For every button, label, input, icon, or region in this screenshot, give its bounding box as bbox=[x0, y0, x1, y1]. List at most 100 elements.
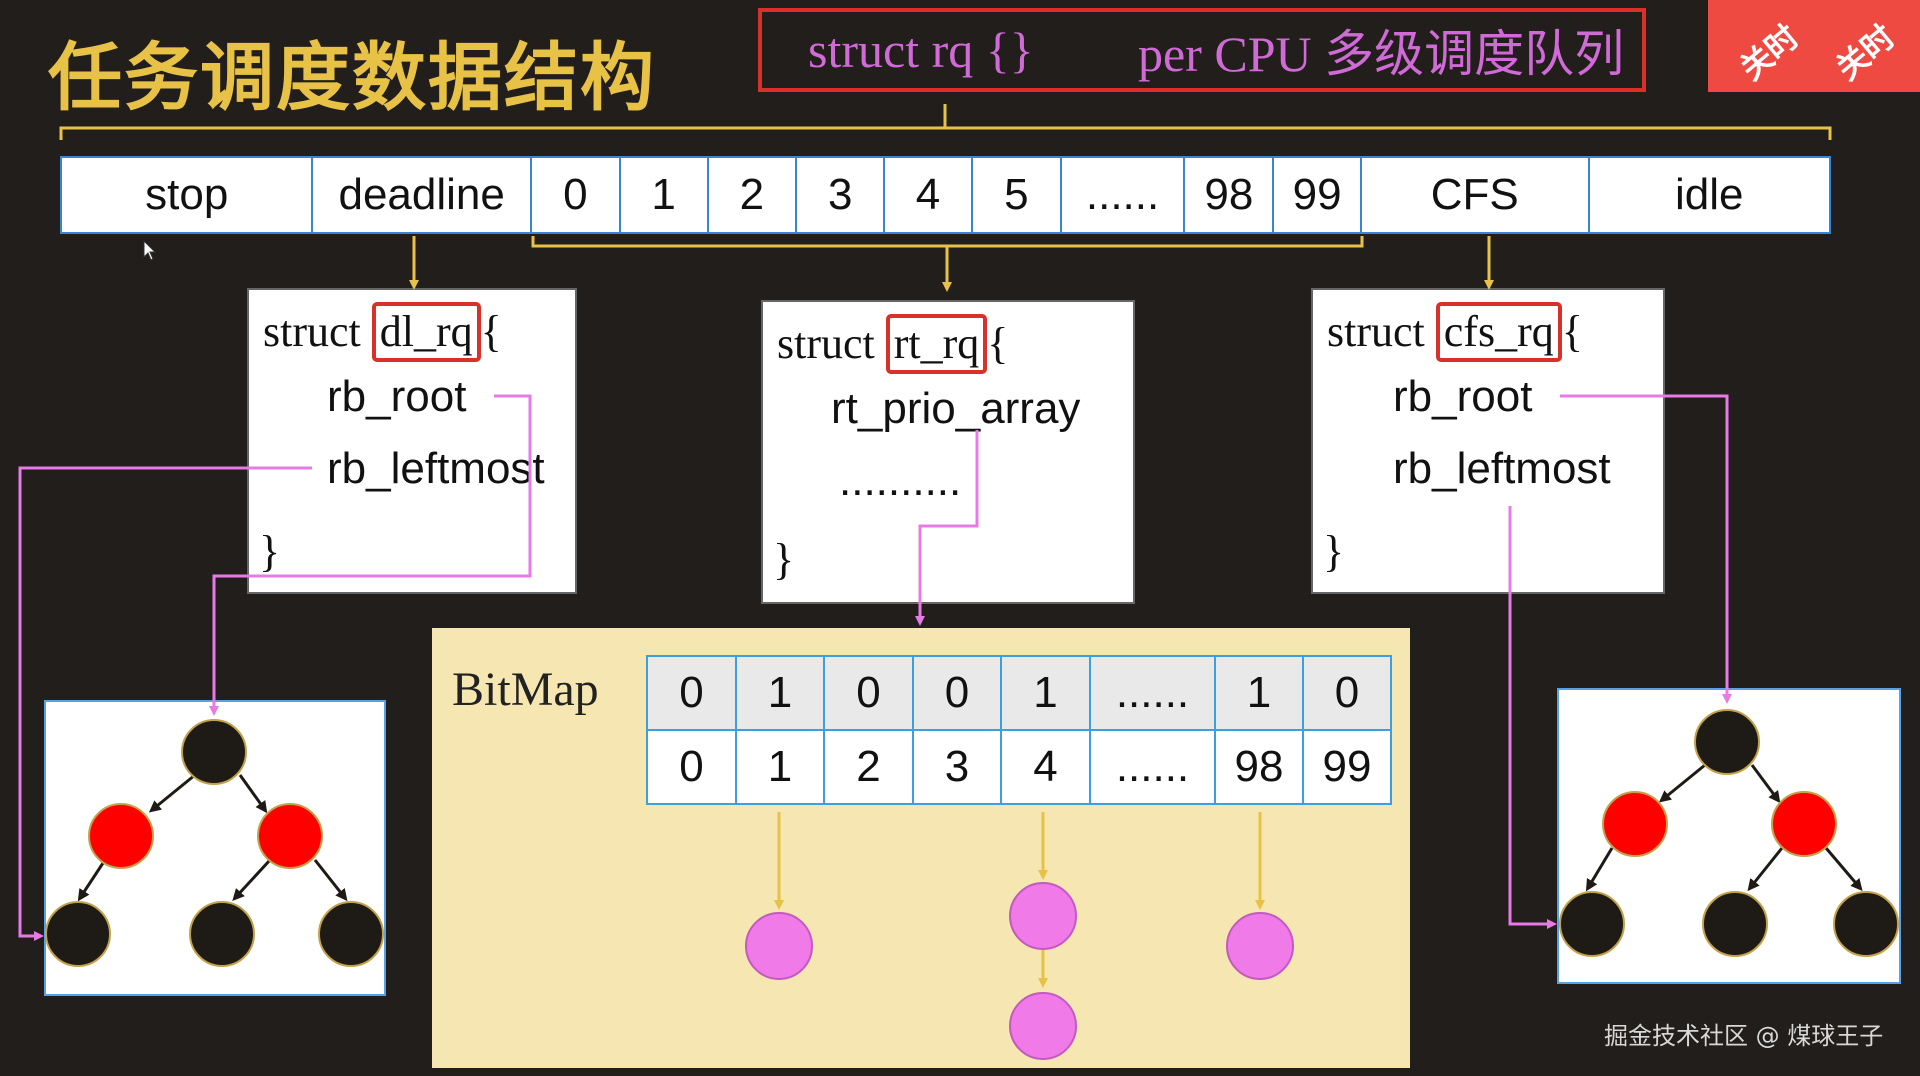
rq-cell-prio: 99 bbox=[1274, 158, 1363, 232]
rt-rq-struct: struct rt_rq{ rt_prio_array .......... } bbox=[761, 300, 1135, 604]
tree-edge bbox=[1824, 847, 1863, 892]
watermark: 掘金技术社区 @ 煤球王子 bbox=[1604, 1022, 1884, 1050]
task-node bbox=[1009, 882, 1077, 950]
black-node bbox=[1833, 891, 1899, 957]
black-node bbox=[189, 901, 255, 967]
open-brace: { bbox=[1561, 307, 1583, 356]
struct-keyword: struct bbox=[263, 307, 361, 356]
bitmap-index-row: 0 1 2 3 4 ...... 98 99 bbox=[646, 729, 1392, 805]
rq-array: stop deadline 0 1 2 3 4 5 ...... 98 99 C… bbox=[60, 156, 1831, 234]
tree-edge bbox=[148, 773, 196, 813]
index-cell: ...... bbox=[1089, 729, 1216, 805]
black-node bbox=[181, 719, 247, 785]
open-brace: { bbox=[987, 319, 1009, 368]
rq-cell-prio: 98 bbox=[1185, 158, 1275, 232]
tree-edge bbox=[1747, 847, 1784, 892]
rt-brace bbox=[531, 236, 1364, 288]
rq-cell-prio: 2 bbox=[709, 158, 798, 232]
banner-struct-rq: struct rq {} bbox=[808, 22, 1034, 78]
bit-cell: 1 bbox=[1214, 655, 1304, 731]
task-node bbox=[745, 912, 813, 980]
red-node bbox=[1771, 791, 1837, 857]
rq-cell-prio: 4 bbox=[885, 158, 973, 232]
cfs-rq-name: cfs_rq bbox=[1435, 302, 1562, 362]
dl-rq-name: dl_rq bbox=[371, 302, 481, 362]
field-ellipsis: .......... bbox=[839, 456, 962, 505]
field-rb-leftmost: rb_leftmost bbox=[1393, 444, 1611, 493]
dl-rq-struct: struct dl_rq{ rb_root rb_leftmost } bbox=[247, 288, 577, 594]
struct-keyword: struct bbox=[1327, 307, 1425, 356]
index-cell: 99 bbox=[1302, 729, 1392, 805]
dl-rq-header: struct dl_rq{ bbox=[263, 302, 502, 362]
tree-edge bbox=[1658, 763, 1706, 803]
rq-cell-idle: idle bbox=[1674, 170, 1744, 219]
struct-keyword: struct bbox=[777, 319, 875, 368]
tree-edge bbox=[232, 858, 272, 901]
bit-cell: ...... bbox=[1089, 655, 1216, 731]
page-title: 任务调度数据结构 bbox=[48, 35, 656, 121]
dl-root-link bbox=[209, 394, 532, 716]
rt-rq-name: rt_rq bbox=[885, 314, 988, 374]
index-cell: 98 bbox=[1214, 729, 1304, 805]
dl-rb-tree bbox=[45, 719, 384, 967]
bit-cell: 1 bbox=[735, 655, 825, 731]
close-brace: } bbox=[259, 527, 281, 576]
bitmap-bits-row: 0 1 0 0 1 ...... 1 0 bbox=[646, 655, 1392, 731]
cursor-icon bbox=[143, 240, 157, 261]
black-node bbox=[1694, 709, 1760, 775]
black-node bbox=[318, 901, 384, 967]
cfs-rq-header: struct cfs_rq{ bbox=[1327, 302, 1583, 362]
tree-edge bbox=[238, 774, 268, 814]
bitmap-table: 0 1 0 0 1 ...... 1 0 0 1 2 3 4 ...... 98… bbox=[646, 655, 1392, 805]
black-node bbox=[1702, 891, 1768, 957]
black-node bbox=[45, 901, 111, 967]
bit-cell: 1 bbox=[1000, 655, 1091, 731]
black-node bbox=[1559, 891, 1625, 957]
bit-cell: 0 bbox=[823, 655, 914, 731]
index-cell: 3 bbox=[912, 729, 1002, 805]
tree-edge bbox=[1585, 847, 1614, 892]
field-rt-prio-array: rt_prio_array bbox=[831, 384, 1081, 433]
tree-edge bbox=[1750, 764, 1781, 804]
field-rb-leftmost: rb_leftmost bbox=[327, 444, 545, 493]
rq-cell-cfs: CFS bbox=[1362, 158, 1590, 232]
red-node bbox=[88, 803, 154, 869]
bit-cell: 0 bbox=[1302, 655, 1392, 731]
cfs-rq-struct: struct cfs_rq{ rb_root rb_leftmost } bbox=[1311, 288, 1665, 594]
open-brace: { bbox=[480, 307, 502, 356]
rq-cell-prio: 3 bbox=[797, 158, 886, 232]
cfs-rb-tree bbox=[1559, 709, 1899, 957]
field-rb-root: rb_root bbox=[327, 372, 467, 421]
red-node bbox=[1602, 791, 1668, 857]
dl-leftmost-link bbox=[18, 466, 312, 941]
rq-cell-deadline: deadline bbox=[313, 158, 532, 232]
corner-badge: 关时 关时 bbox=[1708, 0, 1920, 92]
index-cell: 0 bbox=[646, 729, 737, 805]
task-node bbox=[1226, 912, 1294, 980]
cfs-root-link bbox=[1560, 394, 1732, 704]
rq-brace bbox=[59, 104, 1832, 140]
rq-banner: struct rq {} per CPU 多级调度队列 bbox=[758, 8, 1646, 92]
cfs-leftmost-link bbox=[1508, 506, 1557, 929]
banner-per-cpu: per CPU 多级调度队列 bbox=[1138, 26, 1625, 82]
index-cell: 1 bbox=[735, 729, 825, 805]
index-cell: 4 bbox=[1000, 729, 1091, 805]
rq-cell-stop: stop bbox=[62, 158, 314, 232]
close-brace: } bbox=[1323, 527, 1345, 576]
rt-prio-link bbox=[915, 430, 979, 626]
rq-cell-prio: 0 bbox=[532, 158, 621, 232]
bit-cell: 0 bbox=[646, 655, 737, 731]
rq-cell-prio: 5 bbox=[973, 158, 1062, 232]
rq-cell-ellipsis: ...... bbox=[1062, 158, 1186, 232]
bit-cell: 0 bbox=[912, 655, 1002, 731]
task-node bbox=[1009, 992, 1077, 1060]
close-brace: } bbox=[773, 535, 795, 584]
red-node bbox=[257, 803, 323, 869]
index-cell: 2 bbox=[823, 729, 914, 805]
bitmap-label: BitMap bbox=[452, 663, 599, 716]
tree-edge bbox=[313, 859, 348, 902]
rt-rq-header: struct rt_rq{ bbox=[777, 314, 1008, 374]
rq-cell-prio: 1 bbox=[621, 158, 709, 232]
